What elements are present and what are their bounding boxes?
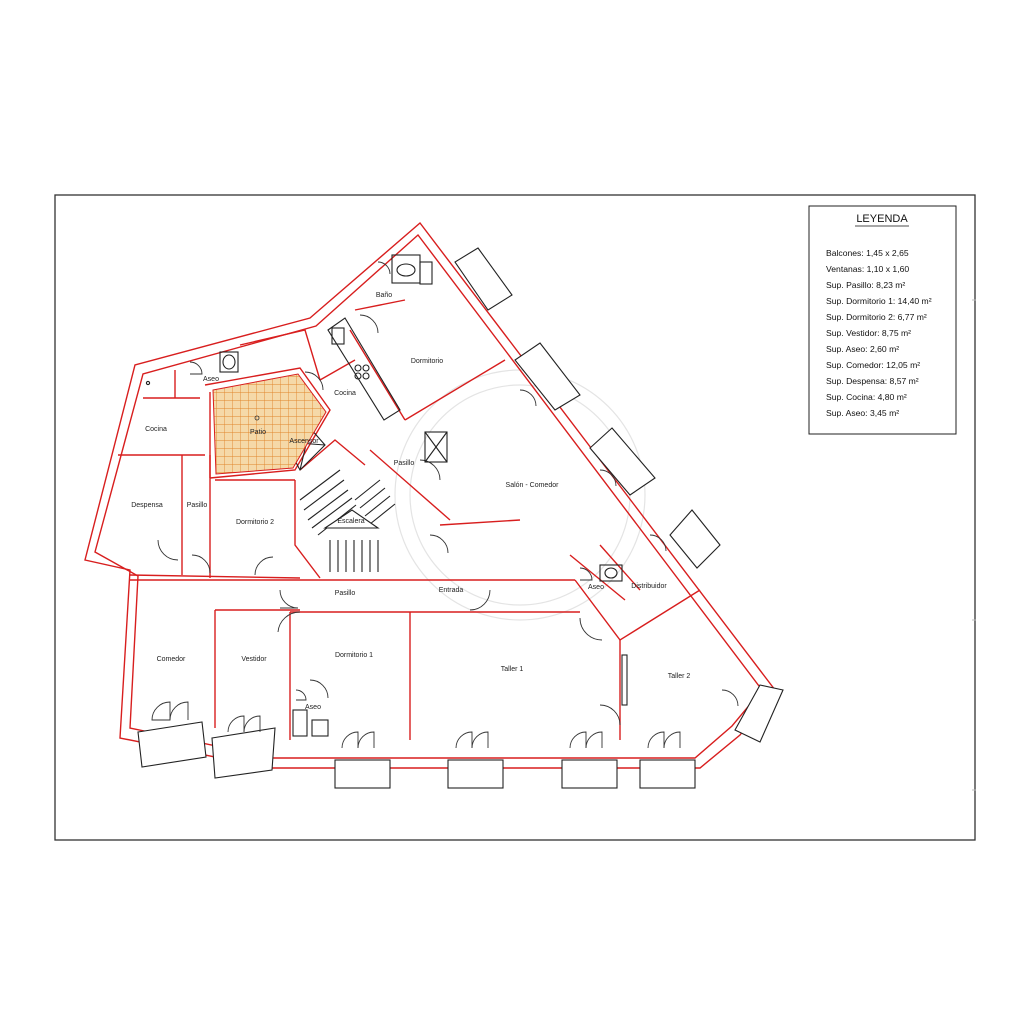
door-swings: [151, 261, 739, 749]
legend-item: Sup. Comedor: 12,05 m²: [826, 360, 920, 370]
label-salon: Salón - Comedor: [506, 482, 560, 489]
sheet-frame: [54, 194, 976, 841]
legend-item: Balcones: 1,45 x 2,65: [826, 248, 909, 258]
label-aseo-top: Aseo: [203, 376, 219, 383]
label-ascensor: Ascensor: [289, 438, 319, 445]
legend-item: Sup. Despensa: 8,57 m²: [826, 376, 919, 386]
label-bano: Baño: [376, 292, 392, 299]
legend-title: LEYENDA: [856, 213, 908, 225]
interior-walls: [118, 299, 701, 740]
legend-item: Sup. Dormitorio 1: 14,40 m²: [826, 296, 932, 306]
label-dormitorio1: Dormitorio 1: [335, 652, 373, 659]
label-taller1: Taller 1: [501, 666, 524, 673]
legend-item: Sup. Pasillo: 8,23 m²: [826, 280, 905, 290]
patio-drain-icon: [254, 415, 260, 421]
label-distribuidor: Distribuidor: [631, 583, 667, 590]
label-aseo-bottom: Aseo: [305, 704, 321, 711]
label-despensa: Despensa: [131, 502, 163, 509]
watermark-logo: [394, 369, 646, 621]
label-aseo-right: Aseo: [588, 584, 604, 591]
label-comedor: Comedor: [157, 656, 186, 663]
label-taller2: Taller 2: [668, 673, 691, 680]
label-cocina-mid: Cocina: [334, 390, 356, 397]
fixtures: [145, 254, 628, 737]
patio-area: [212, 373, 327, 475]
legend-box: [808, 205, 957, 435]
label-pasillo-bottom: Pasillo: [335, 590, 356, 597]
label-vestidor: Vestidor: [241, 656, 267, 663]
legend-item: Sup. Dormitorio 2: 6,77 m²: [826, 312, 927, 322]
label-pasillo-mid: Pasillo: [394, 460, 415, 467]
label-dormitorio: Dormitorio: [411, 358, 443, 365]
room-labels: Baño Dormitorio Aseo Cocina Cocina Patio…: [131, 292, 690, 711]
legend-item: Sup. Cocina: 4,80 m²: [826, 392, 907, 402]
outer-walls: [84, 221, 776, 769]
legend-item: Sup. Vestidor: 8,75 m²: [826, 328, 911, 338]
legend-item: Sup. Aseo: 2,60 m²: [826, 344, 899, 354]
label-entrada: Entrada: [439, 587, 464, 594]
label-patio: Patio: [250, 429, 266, 436]
legend-item: Sup. Aseo: 3,45 m²: [826, 408, 899, 418]
legend: LEYENDA Balcones: 1,45 x 2,65 Ventanas: …: [808, 205, 957, 435]
legend-item: Ventanas: 1,10 x 1,60: [826, 264, 909, 274]
label-escalera: Escalera: [337, 518, 364, 525]
label-cocina-left: Cocina: [145, 426, 167, 433]
label-dormitorio2: Dormitorio 2: [236, 519, 274, 526]
balconies: [137, 247, 784, 789]
label-pasillo-left: Pasillo: [187, 502, 208, 509]
